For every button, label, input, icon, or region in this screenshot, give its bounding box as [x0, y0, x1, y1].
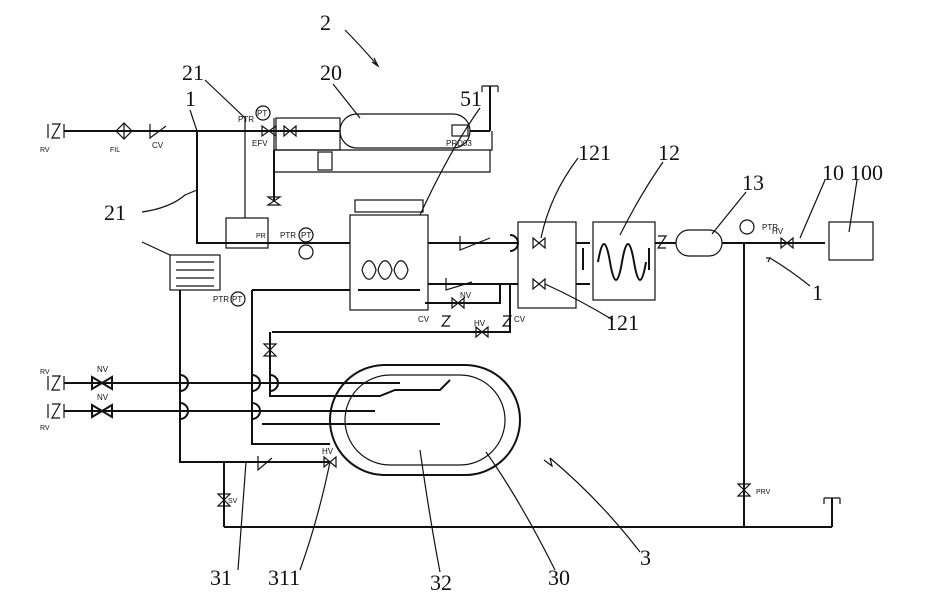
ref-31: 31: [210, 565, 232, 590]
tag-prv: PRV: [756, 489, 771, 496]
ref-10: 10: [822, 160, 844, 185]
tag-pt-2: PT: [301, 231, 311, 240]
tag-cv-3: CV: [514, 315, 526, 324]
coil-exchanger-12: [583, 222, 655, 300]
tag-nv-2: NV: [97, 365, 109, 374]
buffer-tank-13: [676, 230, 722, 256]
coil-21: [170, 255, 220, 290]
tag-cv-2: CV: [418, 315, 430, 324]
ref-2: 2: [320, 10, 331, 35]
tag-ptr-3: PTR: [213, 295, 229, 304]
tag-pr: PR: [256, 233, 266, 240]
ref-3: 3: [640, 545, 651, 570]
tag-nv-1: NV: [460, 291, 472, 300]
user-box-100: [829, 222, 873, 260]
instrument-tags: PTR PT EFV PRD03 CV PTR PT PTR PT NV HV …: [40, 109, 784, 505]
tag-fil: FIL: [110, 147, 120, 154]
heat-exchanger-51: [350, 200, 428, 310]
ref-121-top: 121: [578, 140, 611, 165]
tag-hv-3: HV: [772, 227, 784, 236]
tag-sv: SV: [228, 498, 238, 505]
ref-1-top: 1: [185, 86, 196, 111]
ref-1-right: 1: [812, 280, 823, 305]
ref-30: 30: [548, 565, 570, 590]
ref-21-left: 21: [104, 200, 126, 225]
ref-20: 20: [320, 60, 342, 85]
ref-311: 311: [268, 565, 300, 590]
ref-21-top: 21: [182, 60, 204, 85]
ref-32: 32: [430, 570, 452, 595]
tag-nv-3: NV: [97, 393, 109, 402]
tag-ptr-1: PTR: [238, 115, 254, 124]
tag-rv-3: RV: [40, 425, 50, 432]
tag-rv-2: RV: [40, 369, 50, 376]
ref-12: 12: [658, 140, 680, 165]
tag-rv-1: RV: [40, 147, 50, 154]
tag-prd: PRD03: [446, 139, 472, 148]
tag-ptr-2: PTR: [280, 231, 296, 240]
tag-pt-1: PT: [257, 109, 267, 118]
tag-hv-1: HV: [474, 319, 486, 328]
tag-hv-2: HV: [322, 447, 334, 456]
ref-121-bottom: 121: [606, 310, 639, 335]
ref-51: 51: [460, 86, 482, 111]
ref-13: 13: [742, 170, 764, 195]
control-module: [276, 118, 340, 170]
ref-100: 100: [850, 160, 883, 185]
tag-pt-3: PT: [232, 295, 242, 304]
tag-cv-1: CV: [152, 141, 164, 150]
tag-efv: EFV: [252, 139, 268, 148]
dewar-30: [330, 365, 520, 475]
